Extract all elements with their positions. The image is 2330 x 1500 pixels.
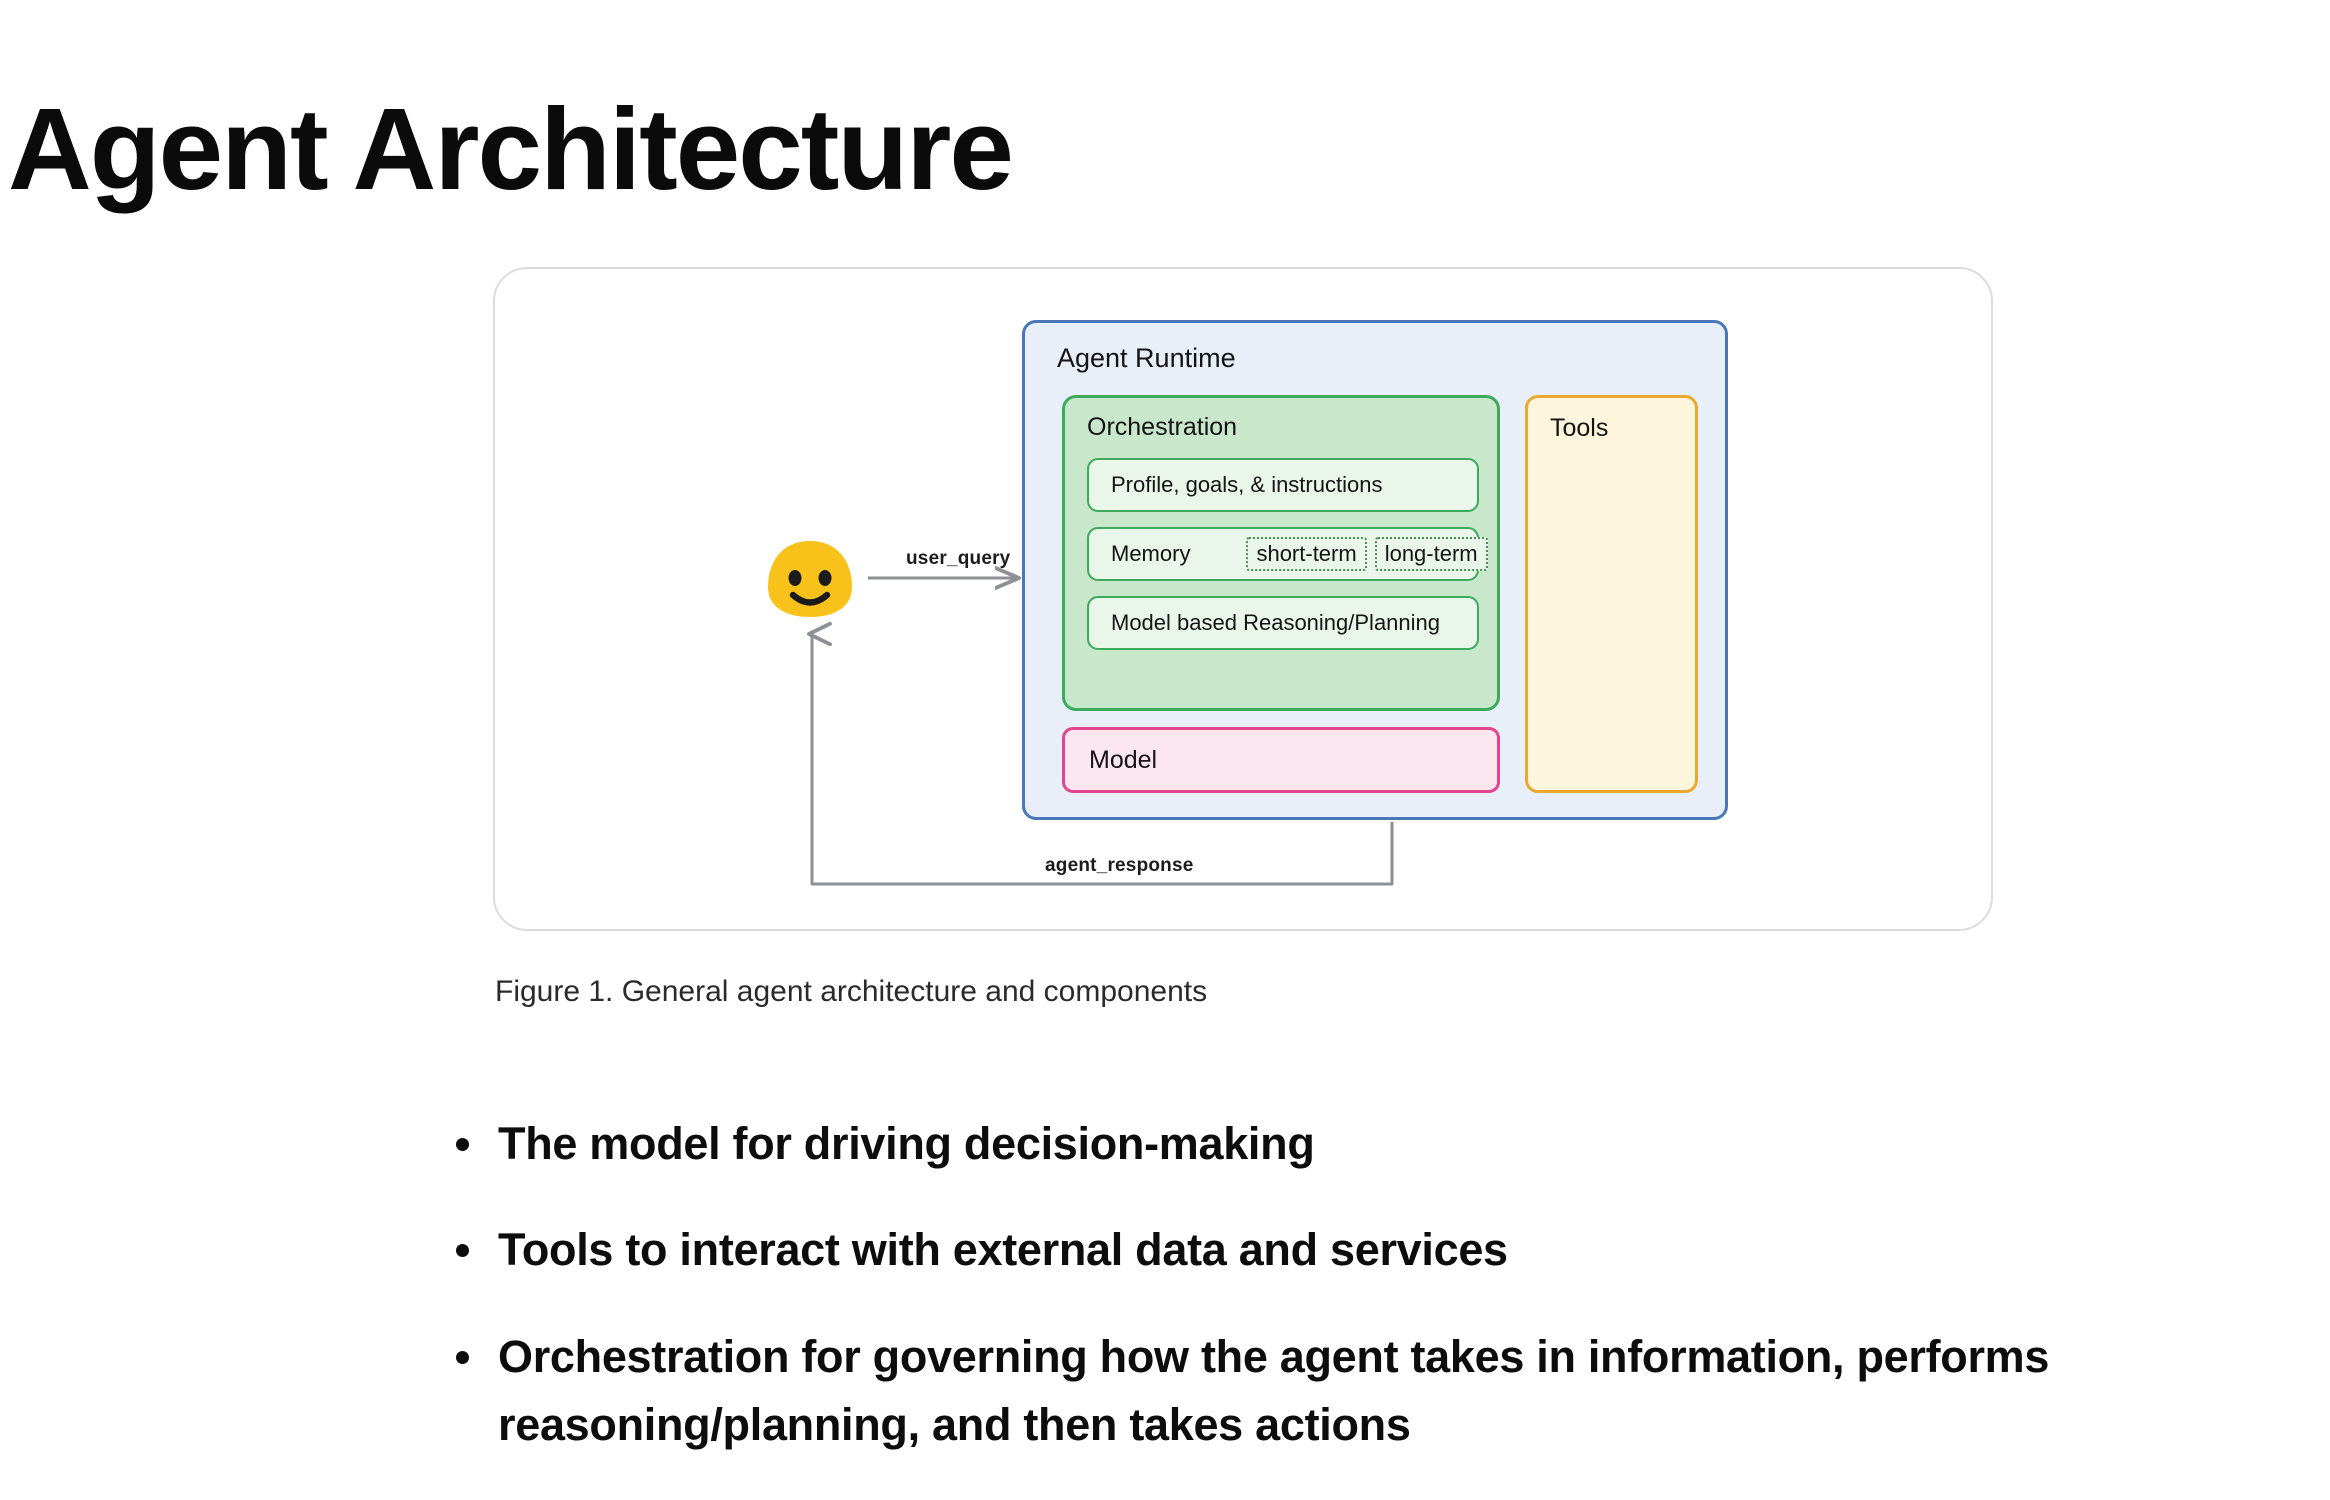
memory-chips: short-term long-term — [1246, 537, 1488, 571]
orchestration-row-profile: Profile, goals, & instructions — [1087, 458, 1479, 512]
orchestration-title: Orchestration — [1087, 413, 1238, 441]
model-label: Model — [1089, 745, 1158, 774]
bullet-item-orchestration: Orchestration for governing how the agen… — [440, 1323, 2300, 1460]
orchestration-row-reasoning-label: Model based Reasoning/Planning — [1111, 610, 1441, 635]
user-query-label: user_query — [906, 548, 1011, 569]
tools-box: Tools — [1525, 395, 1698, 793]
user-smiley-emoji-icon — [768, 541, 852, 617]
orchestration-row-memory: Memory short-term long-term — [1087, 527, 1488, 581]
memory-chip-long-term: long-term — [1374, 537, 1488, 571]
orchestration-box: Orchestration Profile, goals, & instruct… — [1062, 395, 1500, 711]
memory-chip-short-term: short-term — [1246, 537, 1367, 571]
bullet-list: The model for driving decision-making To… — [440, 1110, 2300, 1498]
bullet-item-model: The model for driving decision-making — [440, 1110, 2300, 1178]
orchestration-row-reasoning: Model based Reasoning/Planning — [1087, 596, 1479, 650]
agent-response-label: agent_response — [1045, 855, 1194, 876]
figure-caption: Figure 1. General agent architecture and… — [495, 975, 1208, 1008]
bullet-item-tools: Tools to interact with external data and… — [440, 1216, 2300, 1284]
page-title: Agent Architecture — [8, 83, 1014, 214]
orchestration-row-profile-label: Profile, goals, & instructions — [1111, 472, 1383, 497]
model-box: Model — [1062, 727, 1500, 793]
agent-runtime-title: Agent Runtime — [1057, 343, 1236, 373]
orchestration-row-memory-label: Memory — [1111, 541, 1191, 566]
tools-label: Tools — [1550, 414, 1609, 442]
